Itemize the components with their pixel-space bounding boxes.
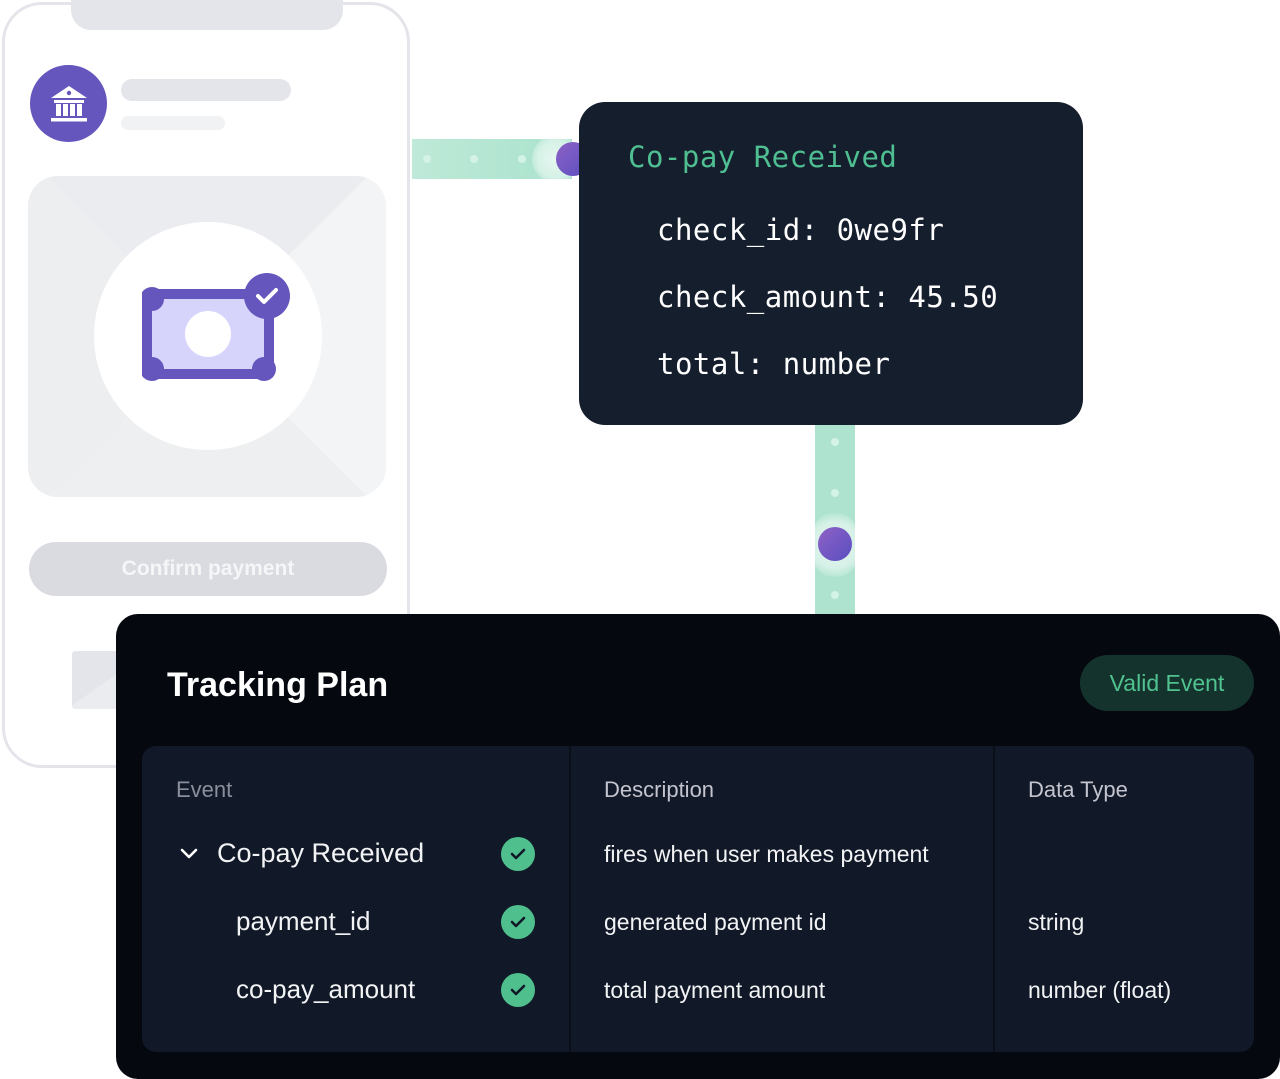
table-row-event[interactable]: co-pay_amount [236,974,416,1004]
tracking-plan-table: Event Description Data Type Co-pay Recei… [142,746,1254,1052]
bank-icon [30,65,107,142]
phone-notch [71,0,343,30]
tracking-plan-panel: Tracking Plan Valid Event Event Descript… [116,614,1280,1079]
check-circle-icon [501,837,535,871]
table-row-data-type: number (float) [1028,977,1172,1003]
column-header-description: Description [604,777,715,802]
valid-event-badge: Valid Event [1080,655,1254,711]
chevron-down-icon[interactable] [179,847,199,861]
event-property: check_id: 0we9fr [657,213,945,247]
event-property: check_amount: 45.50 [657,280,999,314]
table-row-description: total payment amount [604,977,826,1003]
check-circle-icon [501,905,535,939]
placeholder-line [121,79,291,101]
event-node [818,527,852,561]
cash-bill-check-icon [142,273,290,381]
event-property: total: number [657,347,891,381]
confirm-payment-button[interactable]: Confirm payment [29,542,387,596]
payment-illustration [28,176,386,497]
connector-horizontal [412,135,580,183]
connector-vertical [809,424,861,616]
table-row-event[interactable]: payment_id [236,906,371,936]
placeholder-line [121,116,225,130]
event-name: Co-pay Received [628,140,898,174]
event-payload-card: Co-pay Received check_id: 0we9fr check_a… [579,102,1083,425]
phone-mockup: Confirm payment [2,0,410,768]
table-row-description: generated payment id [604,909,827,935]
check-circle-icon [501,973,535,1007]
table-row-data-type: string [1028,909,1085,935]
column-header-event: Event [176,777,233,802]
tracking-plan-title: Tracking Plan [167,666,389,704]
column-header-data-type: Data Type [1028,777,1128,802]
table-row-event[interactable]: Co-pay Received [217,838,425,868]
table-row-description: fires when user makes payment [604,841,929,867]
